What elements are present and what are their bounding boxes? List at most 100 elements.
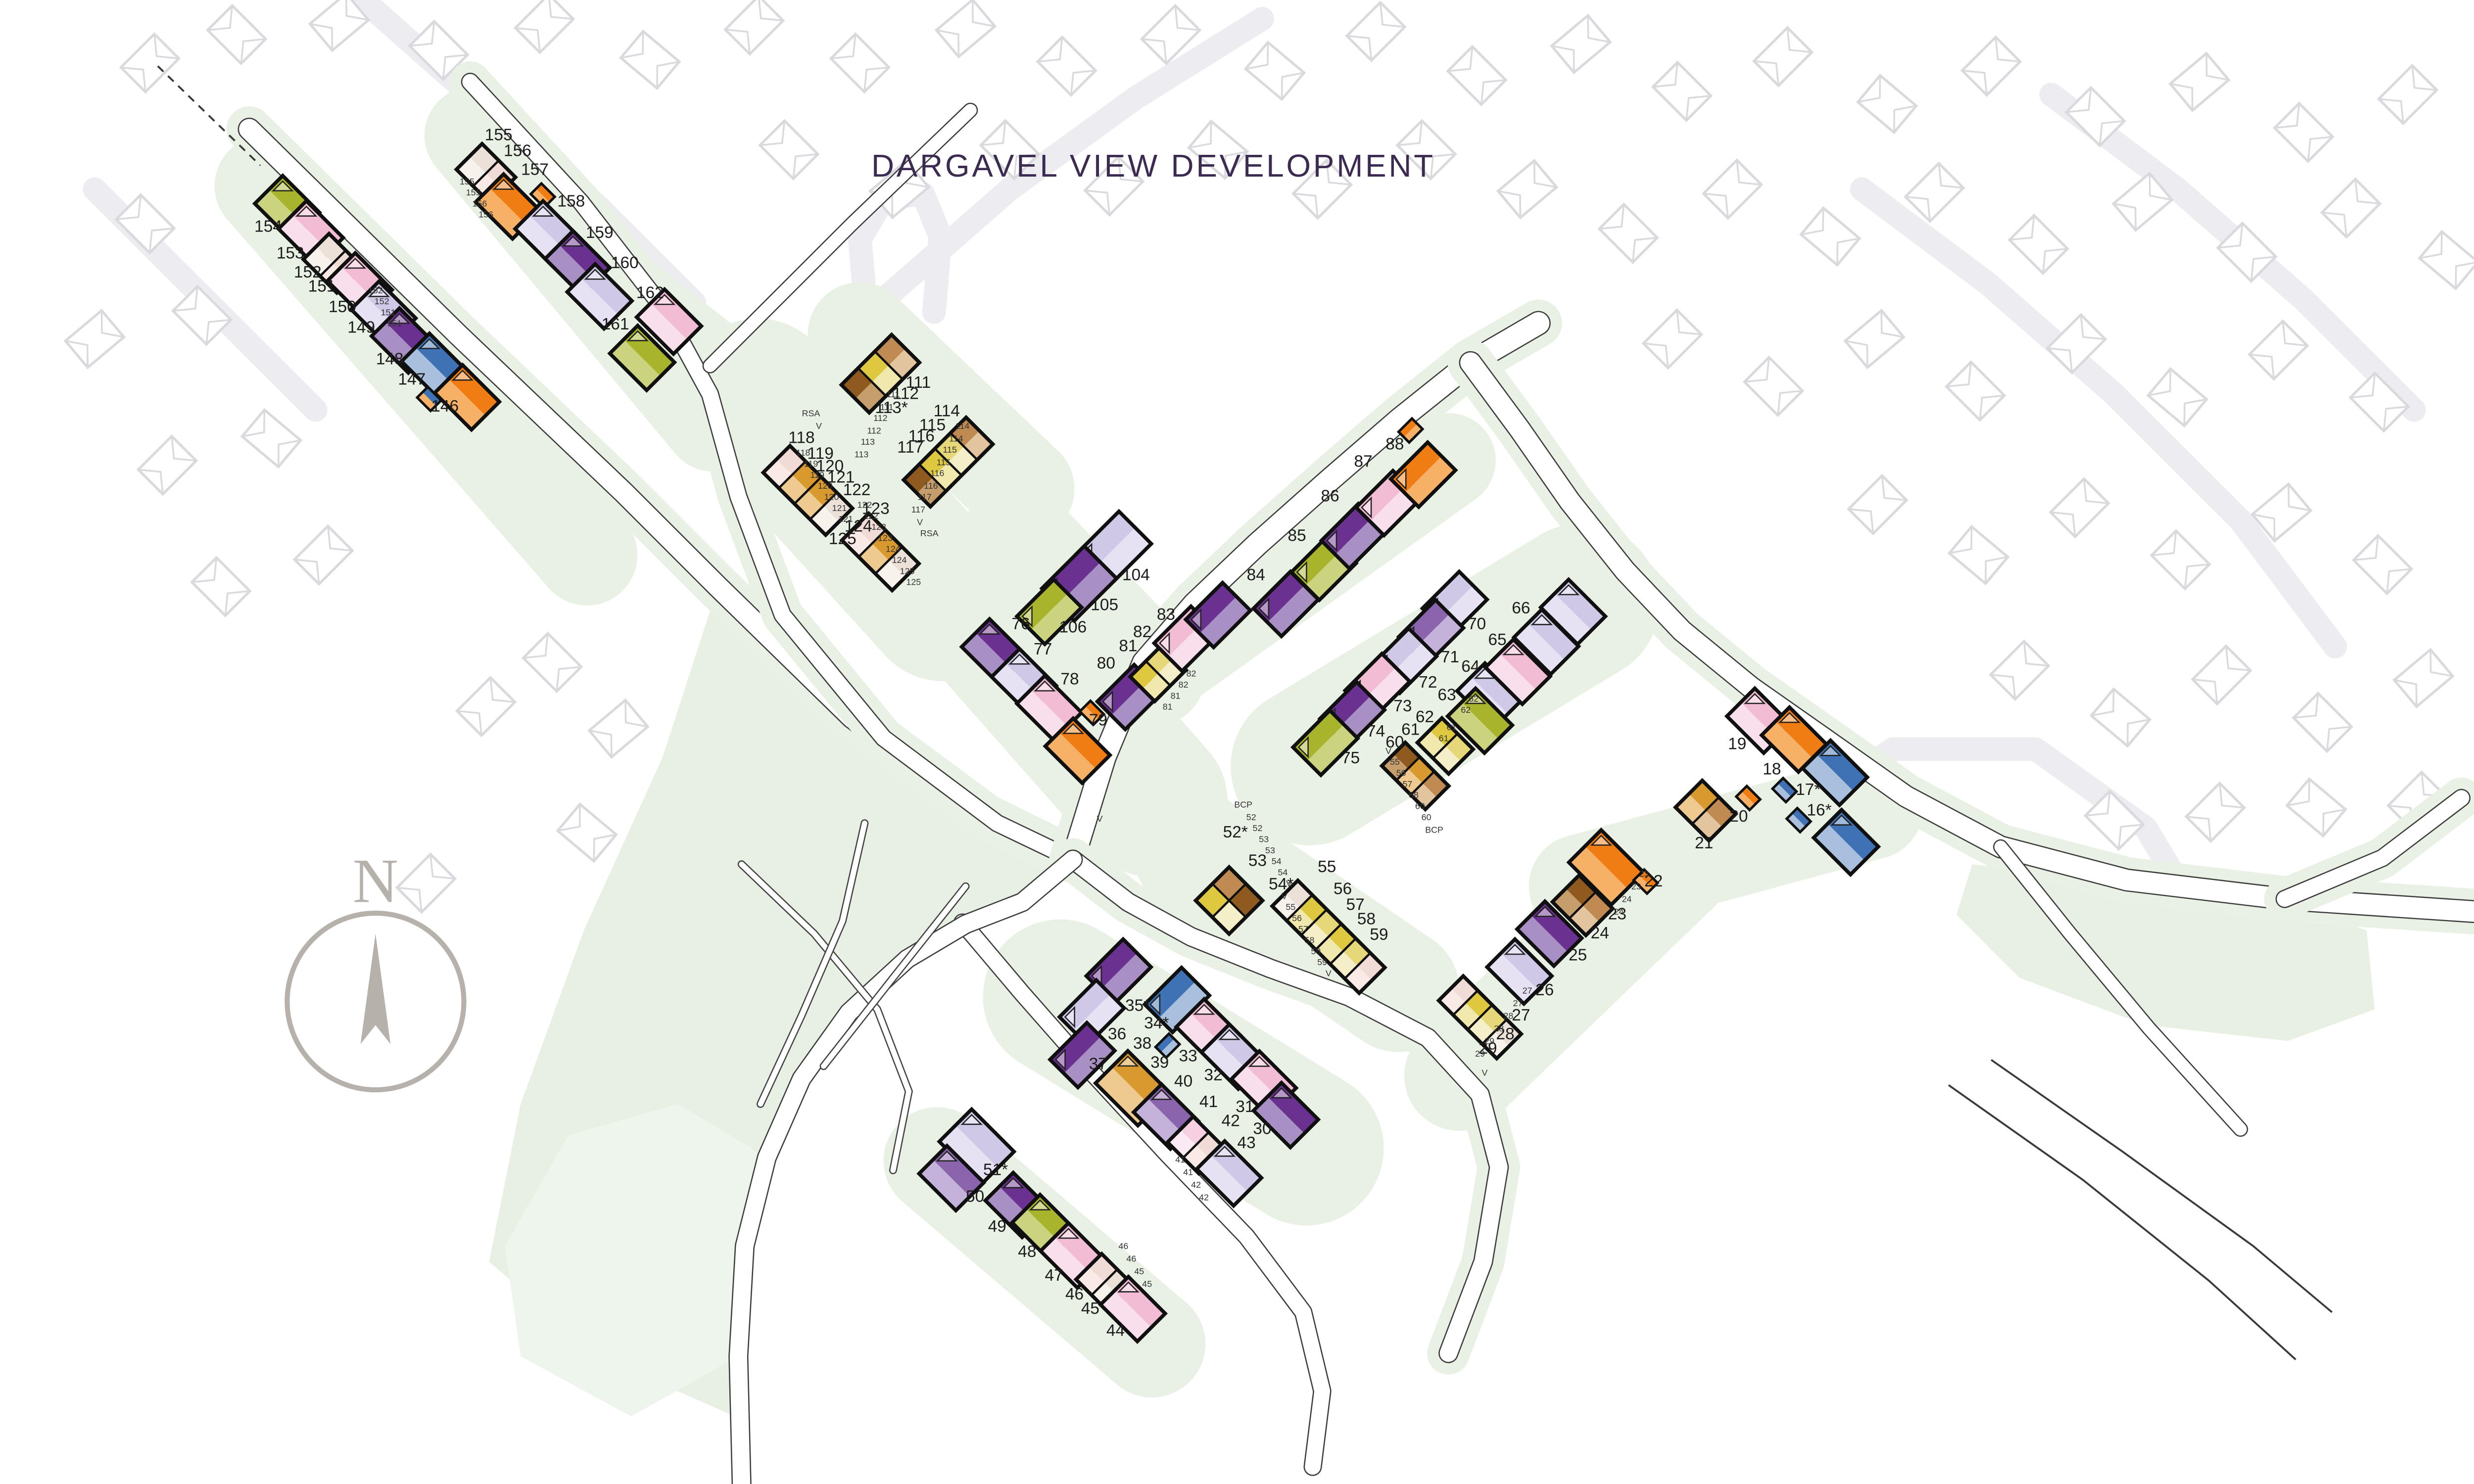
faded-existing-house [618,29,681,91]
plot-label-153: 153 [277,244,304,263]
parking-bay-label: V [917,517,923,527]
plot-label-105: 105 [1091,596,1118,614]
house-plot-20-21 [1673,778,1739,843]
parking-bay-label: 125 [906,577,921,587]
parking-bay-label: 120 [824,492,839,502]
house-plot-55-59 [1269,878,1388,996]
faded-existing-house [2184,781,2246,843]
faded-existing-house [758,119,820,181]
faded-existing-house [513,0,575,54]
parking-bay-label: 155 [460,177,475,186]
house-plot-17-garage [1770,776,1799,804]
house-plot-111-113 [839,332,922,416]
parking-bay-label: 56 [1292,913,1302,923]
faded-existing-house [1291,158,1353,220]
parking-bay-label: 117 [911,505,926,514]
faded-existing-house [1550,13,1612,75]
footpath [758,820,867,1107]
faded-existing-house [63,309,126,370]
plot-label-125: 125 [829,530,856,548]
faded-existing-house [2149,529,2212,591]
house-plot-64 [1483,637,1553,707]
parking-bay-label: 117 [917,492,932,502]
parking-bay-label: 112 [873,413,888,423]
house-plot-43 [1194,1138,1264,1208]
road-surface [462,74,1081,868]
road-surface [954,915,1331,1475]
parking-bay-label: 114 [949,434,963,444]
house-plot-27-28 [1436,973,1524,1062]
house-plot-22-garage [1632,868,1660,896]
parking-bay-label: 57 [1402,779,1412,789]
plot-label-50: 50 [966,1188,984,1206]
faded-existing-house [2348,371,2410,433]
plot-label-161: 161 [602,315,629,333]
faded-existing-house [2146,367,2209,428]
faded-existing-house [934,0,997,59]
plot-label-87: 87 [1354,453,1372,471]
parking-bay-label: 155 [466,187,481,197]
house-plot-51* [937,1107,1017,1187]
parking-bay-label: 111 [880,402,894,412]
parking-bay-label: 45 [1142,1279,1152,1289]
boundary-track [1991,1059,2333,1313]
plot-label-124: 124 [845,517,872,535]
parking-bay-label: BCP [1425,825,1443,835]
parking-bay-label: 28 [1504,1011,1514,1021]
parking-bay-label: 111 [886,389,900,399]
plot-label-18: 18 [1762,760,1781,778]
plot-label-25: 25 [1569,946,1587,965]
plot-label-56: 56 [1333,880,1352,898]
boundary-track [1948,1084,2296,1360]
house-plot-114-117 [901,415,996,510]
faded-existing-house [1742,355,1805,417]
plot-label-48: 48 [1018,1243,1036,1261]
parking-bay-label: 59 [1317,957,1327,967]
house-plot-25 [1514,898,1584,969]
boundary-track [157,65,261,166]
faded-existing-house [2083,789,2145,851]
parking-bay-label: 118 [796,448,810,458]
plot-label-149: 149 [347,319,375,337]
plot-label-70: 70 [1468,615,1486,633]
faded-existing-house [587,698,650,759]
parking-bay-label: 29 [1475,1049,1485,1059]
plot-label-76: 76 [1012,615,1030,633]
parking-bay-label: 58 [1305,935,1315,945]
parking-bay-label: 82 [1179,680,1189,690]
plot-label-123: 123 [862,500,890,518]
plot-label-117: 117 [897,438,923,457]
plot-label-71: 71 [1441,648,1459,666]
plot-label-61: 61 [1401,721,1420,739]
plot-label-162: 162 [636,283,664,302]
faded-existing-house [2111,171,2174,232]
faded-existing-house [190,556,252,618]
faded-existing-house [1945,360,2006,422]
plot-label-46: 46 [1065,1285,1084,1303]
plot-label-55: 55 [1318,858,1336,876]
faded-existing-house [1597,202,1660,264]
parking-bay-label: 116 [924,481,938,491]
faded-existing-house [2377,63,2439,126]
parking-bay-label: 57 [1298,924,1308,934]
parking-bay-label: 58 [1409,790,1419,800]
plot-label-53: 53 [1248,851,1267,870]
houses [252,141,1881,1344]
parking-bay-label: 28 [1494,1023,1504,1033]
faded-existing-house [114,193,176,255]
house-plot-161 [607,323,677,393]
plot-label-54*: 54* [1269,875,1293,893]
parking-bay-label: V [1385,746,1391,756]
faded-existing-house [2048,477,2111,539]
faded-existing-house [1847,473,1908,536]
parking-bay-label: V [1326,969,1332,978]
parking-bay-label: V [1482,1067,1488,1077]
parking-bay-label: 119 [810,470,825,480]
faded-existing-house [2007,213,2070,276]
faded-existing-house [1446,45,1508,106]
parking-bay-label: 62 [1461,705,1471,715]
faded-existing-house [1187,119,1249,180]
plot-label-47: 47 [1045,1266,1063,1285]
plot-label-43: 43 [1237,1134,1256,1152]
house-plot-146 [432,362,502,432]
